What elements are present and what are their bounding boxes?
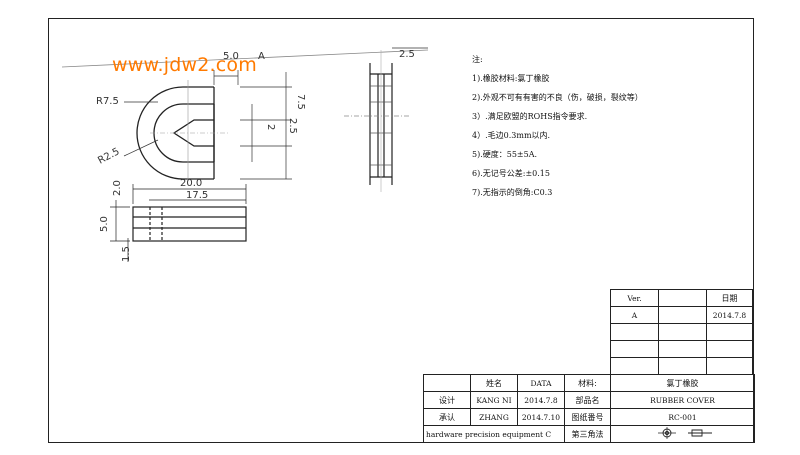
rev-header-date: 日期 xyxy=(706,289,753,307)
rev-ver-value: A xyxy=(610,306,659,324)
rev-blank-value xyxy=(658,306,707,324)
dim-bottom-2: 2.0 xyxy=(112,180,123,196)
watermark-text: www.jdw2.com xyxy=(112,54,257,76)
date-label: DATA xyxy=(517,374,565,392)
rev-date-value: 2014.7.8 xyxy=(706,306,753,324)
notes-block: 注: 1).橡胶材料:氯丁橡胶 2).外观不可有有害的不良（伤，破损，裂纹等） … xyxy=(472,54,643,206)
note-item: 4）.毛边0.3mm以内. xyxy=(472,131,551,140)
dim-side-width: 2.5 xyxy=(399,49,415,60)
dim-bottom-total: 20.0 xyxy=(180,178,202,189)
dim-bottom-5: 5.0 xyxy=(99,216,110,232)
note-item: 2).外观不可有有害的不良（伤，破损，裂纹等） xyxy=(472,93,643,102)
u-part-front-view xyxy=(136,80,228,180)
material-value: 氯丁橡胶 xyxy=(610,374,755,392)
part-label: 部品名 xyxy=(564,391,611,409)
dim-r-inner: R2.5 xyxy=(96,146,121,166)
projection-symbol xyxy=(610,425,755,443)
company-name: hardware precision equipment C xyxy=(423,425,565,443)
approve-date: 2014.7.10 xyxy=(517,408,565,426)
dim-top-width: 5.0 xyxy=(223,51,239,62)
dim-bottom-15: 1.5 xyxy=(121,246,132,262)
dim-bottom-partial: 17.5 xyxy=(186,190,208,201)
name-label: 姓名 xyxy=(470,374,518,392)
rev-header-blank xyxy=(658,289,707,307)
rev-header-ver: Ver. xyxy=(610,289,659,307)
design-date: 2014.7.8 xyxy=(517,391,565,409)
note-item: 1).橡胶材料:氯丁橡胶 xyxy=(472,74,550,83)
note-item: 6).无记号公差:±0.15 xyxy=(472,169,550,178)
note-item: 7).无指示的倒角:C0.3 xyxy=(472,188,553,197)
drawing-number-label: 图纸番号 xyxy=(564,408,611,426)
u-part-bottom-view xyxy=(110,184,247,262)
material-label: 材料: xyxy=(564,374,611,392)
dim-label-a: A xyxy=(258,51,265,62)
approve-name: ZHANG xyxy=(470,408,518,426)
note-item: 3）.满足欧盟的ROHS指令要求. xyxy=(472,112,588,121)
third-angle-projection-icon xyxy=(657,427,712,439)
design-name: KANG NI xyxy=(470,391,518,409)
title-block: 姓名 DATA 材料: 氯丁橡胶 设计 KANG NI 2014.7.8 部品名… xyxy=(423,374,755,443)
projection-label: 第三角法 xyxy=(564,425,611,443)
revision-table: Ver. 日期 A 2014.7.8 xyxy=(610,289,753,375)
note-item: 5).硬度：55±5A. xyxy=(472,150,538,159)
notes-title: 注: xyxy=(472,55,483,64)
part-value: RUBBER COVER xyxy=(610,391,755,409)
design-label: 设计 xyxy=(423,391,471,409)
dim-r-outer: R7.5 xyxy=(96,96,119,107)
dim-slot: 2.5 xyxy=(287,118,298,134)
dim-height: 7.5 xyxy=(295,94,306,110)
dim-side-gap: 2 xyxy=(265,124,276,130)
approve-label: 承认 xyxy=(423,408,471,426)
u-part-side-view xyxy=(344,47,428,192)
drawing-number-value: RC-001 xyxy=(610,408,755,426)
